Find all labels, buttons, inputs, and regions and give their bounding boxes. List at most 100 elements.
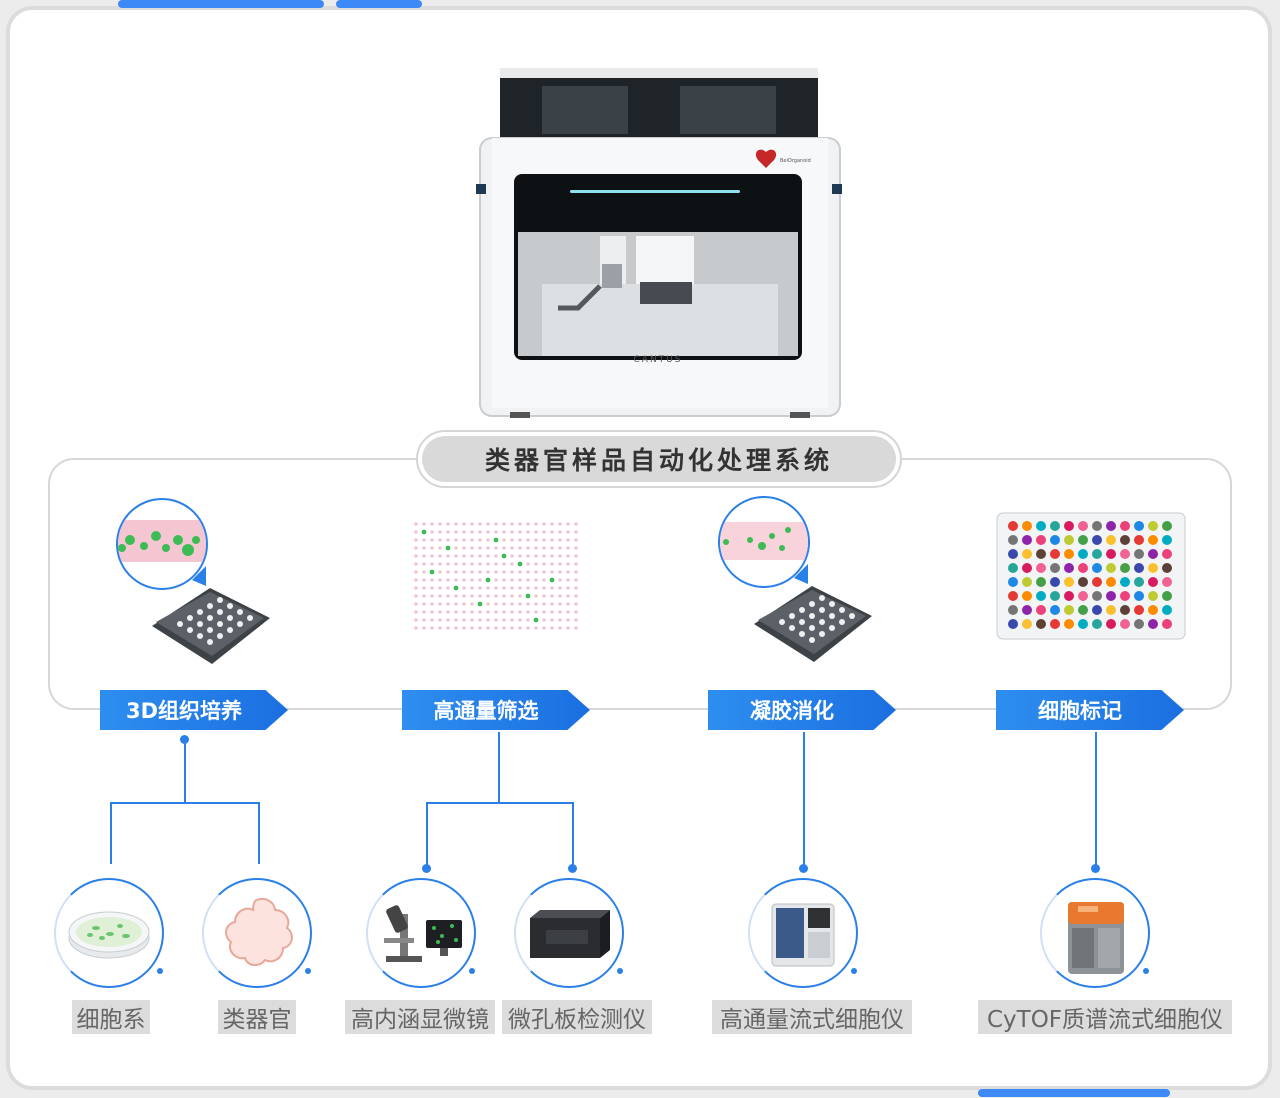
grid-dot: [510, 610, 514, 614]
grid-dot: [526, 618, 530, 622]
grid-dot: [558, 570, 562, 574]
grid-dot: [566, 562, 570, 566]
grid-dot: [566, 570, 570, 574]
grid-dot: [502, 578, 506, 582]
grid-dot: [430, 554, 434, 558]
grid-dot: [574, 554, 578, 558]
plate-well: [1148, 521, 1158, 531]
grid-dot: [430, 578, 434, 582]
grid-dot: [550, 570, 554, 574]
connector-line: [258, 802, 260, 864]
grid-dot: [454, 562, 458, 566]
grid-dot: [518, 578, 522, 582]
grid-dot: [430, 562, 434, 566]
grid-dot: [414, 538, 418, 542]
grid-dot: [518, 586, 522, 590]
brand-text: BeiOrganoid: [780, 158, 811, 164]
grid-dot: [502, 586, 506, 590]
grid-dot: [494, 546, 498, 550]
grid-dot: [422, 578, 426, 582]
plate-well: [1120, 577, 1130, 587]
grid-dot: [542, 554, 546, 558]
grid-dot: [462, 570, 466, 574]
plate-well: [1022, 549, 1032, 559]
grid-dot: [478, 594, 482, 598]
grid-dot: [534, 586, 538, 590]
connector-line: [110, 802, 112, 864]
grid-dot: [494, 602, 498, 606]
plate-well: [1036, 619, 1046, 629]
grid-dot: [526, 522, 530, 526]
grid-dot: [550, 610, 554, 614]
grid-dot: [486, 626, 490, 630]
grid-dot: [526, 554, 530, 558]
connector-dot: [799, 864, 808, 873]
grid-dot: [526, 570, 530, 574]
grid-dot: [494, 530, 498, 534]
plate-well: [1092, 577, 1102, 587]
plate-well: [1022, 619, 1032, 629]
grid-dot: [454, 626, 458, 630]
device-label-cell-line: 细胞系: [72, 1000, 150, 1034]
plate-well: [1120, 521, 1130, 531]
grid-dot: [574, 602, 578, 606]
step-high-throughput-screening: 高通量筛选: [402, 690, 590, 730]
system-title: 类器官样品自动化处理系统: [422, 436, 896, 482]
grid-dot: [446, 522, 450, 526]
grid-dot: [430, 538, 434, 542]
grid-dot: [414, 570, 418, 574]
grid-dot: [470, 554, 474, 558]
grid-dot: [518, 522, 522, 526]
plate-well: [1022, 577, 1032, 587]
device-label-cytof: CyTOF质谱流式细胞仪: [978, 1000, 1232, 1034]
grid-dot: [414, 602, 418, 606]
grid-dot: [534, 546, 538, 550]
grid-dot: [486, 570, 490, 574]
grid-dot: [454, 610, 458, 614]
step-cell-labeling: 细胞标记: [996, 690, 1184, 730]
grid-dot: [502, 538, 506, 542]
grid-dot: [430, 522, 434, 526]
grid-dot: [534, 602, 538, 606]
device-label-organoid: 类器官: [218, 1000, 296, 1034]
grid-dot: [550, 522, 554, 526]
plate-reader-icon: [530, 910, 610, 958]
grid-dot: [534, 522, 538, 526]
device-circle: [366, 878, 476, 988]
grid-dot: [414, 530, 418, 534]
grid-dot: [446, 578, 450, 582]
grid-dot: [422, 546, 426, 550]
grid-dot: [574, 546, 578, 550]
grid-dot: [438, 578, 442, 582]
plate-well: [1106, 577, 1116, 587]
connector-dot: [422, 864, 431, 873]
grid-dot: [454, 602, 458, 606]
grid-dot: [430, 602, 434, 606]
grid-dot: [478, 522, 482, 526]
grid-dot: [550, 594, 554, 598]
grid-dot: [574, 578, 578, 582]
plate-well: [1148, 549, 1158, 559]
device-label-plate-reader: 微孔板检测仪: [502, 1000, 652, 1034]
device-label-high-content-microscope: 高内涵显微镜: [345, 1000, 495, 1034]
plate-well: [1050, 605, 1060, 615]
plate-well: [1092, 535, 1102, 545]
plate-well: [1008, 619, 1018, 629]
grid-dot: [542, 530, 546, 534]
plate-well: [1134, 619, 1144, 629]
grid-dot: [414, 562, 418, 566]
grid-dot: [542, 610, 546, 614]
grid-dot: [518, 626, 522, 630]
grid-dot: [566, 522, 570, 526]
grid-dot: [478, 626, 482, 630]
plate-well: [1106, 521, 1116, 531]
grid-dot: [438, 562, 442, 566]
grid-dot: [438, 610, 442, 614]
grid-dot: [422, 610, 426, 614]
plate-well: [1036, 521, 1046, 531]
plate-well: [1078, 549, 1088, 559]
grid-dot: [510, 602, 514, 606]
grid-dot: [574, 522, 578, 526]
grid-dot: [422, 594, 426, 598]
grid-dot: [446, 586, 450, 590]
